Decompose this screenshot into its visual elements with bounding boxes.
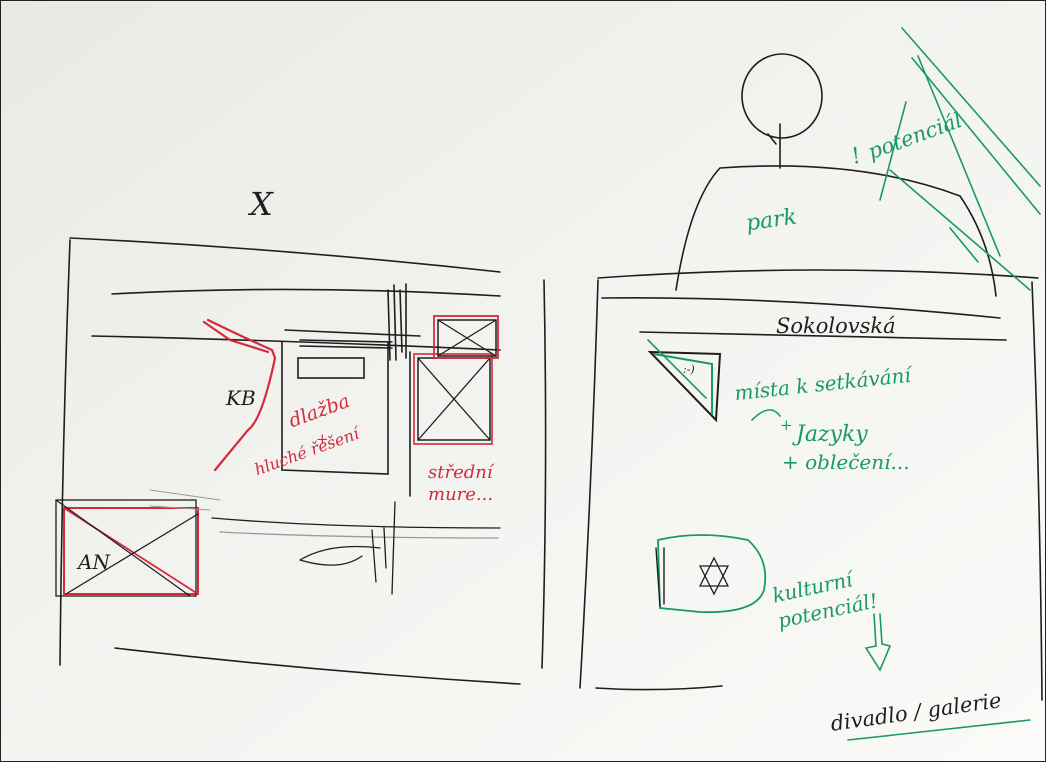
- green-underlines: [751, 409, 1031, 741]
- label-plus: +: [316, 430, 329, 448]
- green-diagonals: [879, 27, 1041, 291]
- x-mark: X: [250, 185, 273, 223]
- label-an: AN: [78, 550, 110, 574]
- label-kb: KB: [226, 386, 256, 410]
- tree-drawing: [741, 53, 823, 169]
- central-building: [281, 283, 421, 497]
- label-jazyky: Jazyky: [796, 422, 868, 447]
- label-plus-t: +: [780, 416, 793, 434]
- left-panel-frame: [59, 237, 547, 685]
- an-box: [55, 499, 199, 597]
- kb-wall: [202, 318, 277, 472]
- crossed-box-right: [413, 315, 499, 445]
- label-stredni-mure: střední mure...: [428, 462, 494, 505]
- label-tag: :-): [683, 363, 695, 376]
- label-oblecka: + oblečení...: [782, 450, 910, 474]
- cultural-potential-shape: [655, 534, 892, 672]
- street-lines: [149, 489, 501, 595]
- label-sokolovska: Sokolovská: [776, 314, 896, 338]
- meeting-places-symbol: [647, 339, 722, 423]
- right-panel-frame: [579, 165, 1043, 701]
